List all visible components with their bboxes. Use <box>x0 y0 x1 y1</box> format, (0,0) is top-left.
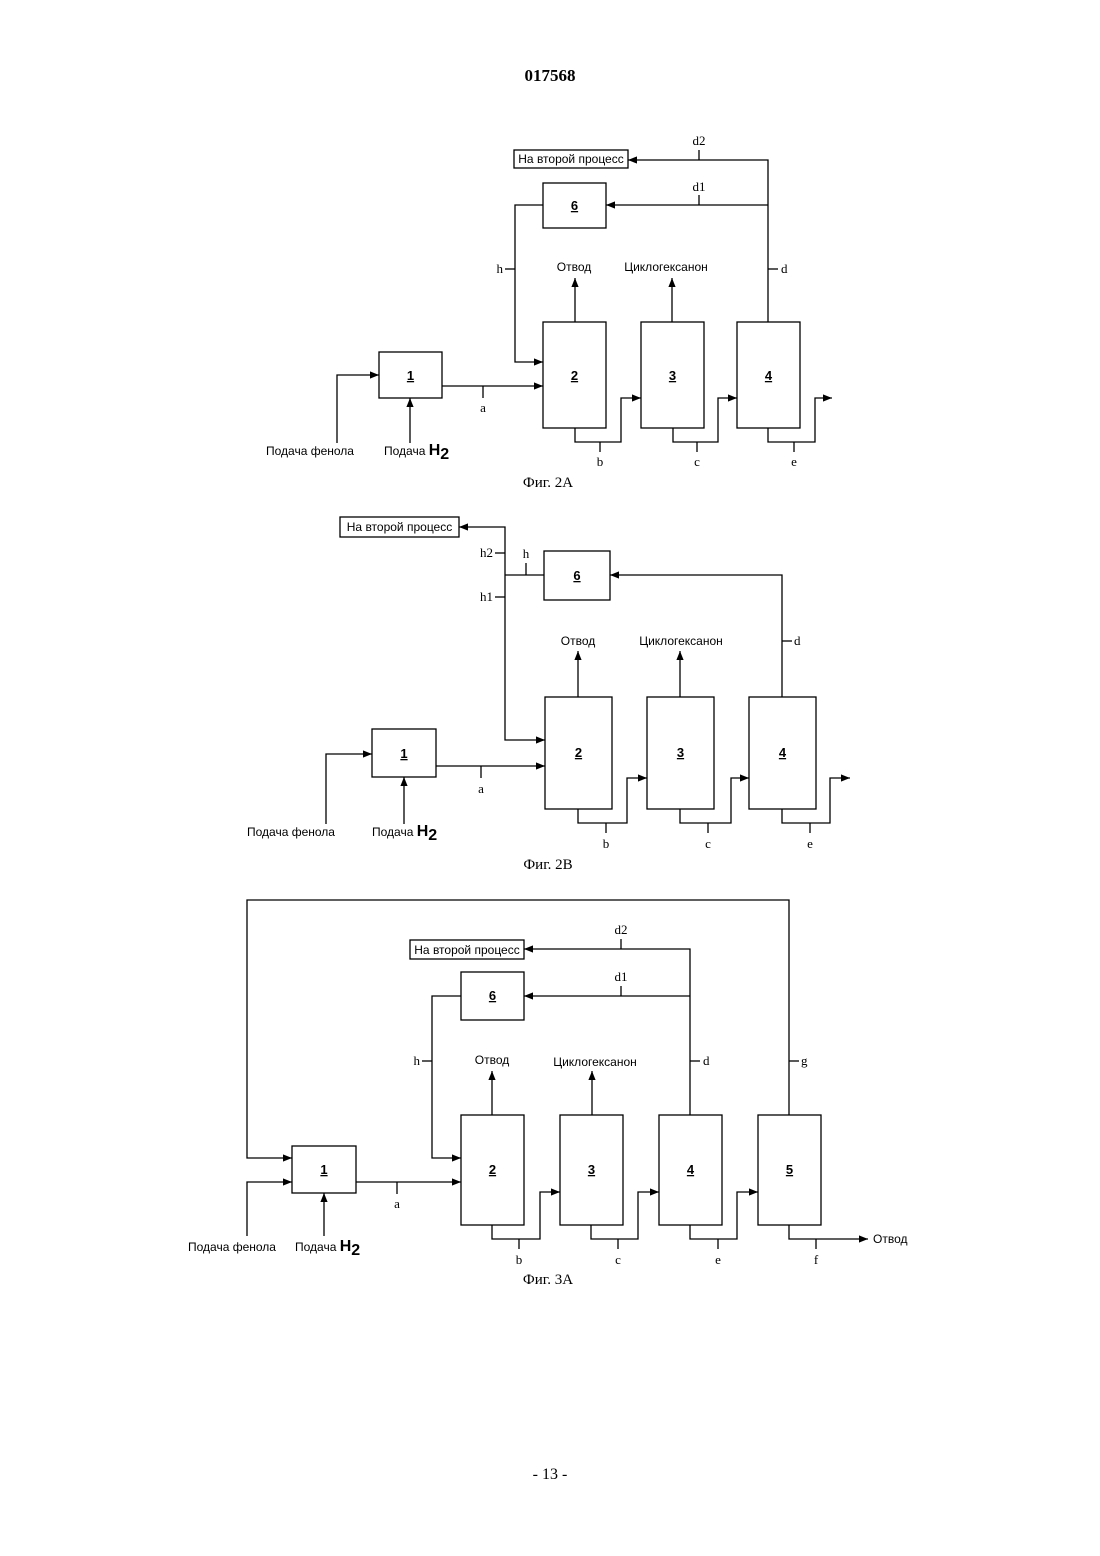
fig3a-discharge-bottom: Отвод <box>873 1232 907 1246</box>
fig2b-feed-phenol: Подача фенола <box>247 825 335 839</box>
fig3a-stream-d: d <box>703 1053 710 1068</box>
fig2a-stream-d: d <box>781 261 788 276</box>
fig2b-stream-h: h <box>523 546 530 561</box>
fig3a-feed-h2-prefix: Подача <box>295 1240 340 1254</box>
fig2b-stream-d: d <box>794 633 801 648</box>
fig2a-cyclohexanone: Циклогексанон <box>624 260 708 274</box>
figure-2a: 1 2 3 4 6 На второй процесс Подача фенол… <box>266 133 832 491</box>
fig3a-discharge: Отвод <box>475 1053 509 1067</box>
fig2b-stream-c: c <box>705 836 711 851</box>
fig2a-feed-phenol: Подача фенола <box>266 444 354 458</box>
fig2a-stream-e: e <box>791 454 797 469</box>
fig2a-block-4-label: 4 <box>765 368 773 383</box>
svg-text:Подача H2: Подача H2 <box>295 1238 360 1259</box>
fig3a-block-6-label: 6 <box>489 988 496 1003</box>
fig2b-h2: H <box>417 823 429 840</box>
fig3a-stream-c: c <box>615 1252 621 1267</box>
fig3a-block-3-label: 3 <box>588 1162 595 1177</box>
fig2b-block-6-label: 6 <box>573 568 580 583</box>
fig2b-block-1-label: 1 <box>400 746 407 761</box>
fig3a-h2-sub: 2 <box>351 1242 360 1259</box>
fig2b-feed-h2-prefix: Подача <box>372 825 417 839</box>
fig3a-stream-f: f <box>814 1252 819 1267</box>
fig3a-stream-a: a <box>394 1196 400 1211</box>
fig2b-discharge: Отвод <box>561 634 595 648</box>
figure-3a: 1 2 3 4 5 6 На второй процесс Подача фен… <box>188 900 907 1288</box>
fig2a-stream-a: a <box>480 400 486 415</box>
fig3a-stream-d1: d1 <box>615 969 628 984</box>
fig2a-h2: H <box>429 442 441 459</box>
fig2a-block-6-label: 6 <box>571 198 578 213</box>
fig2a-feed-h2-prefix: Подача <box>384 444 429 458</box>
fig2a-block-3-label: 3 <box>669 368 676 383</box>
figure-2b: 1 2 3 4 6 На второй процесс Подача фенол… <box>247 517 850 873</box>
fig2b-stream-h2: h2 <box>480 545 493 560</box>
fig2b-caption: Фиг. 2В <box>523 857 572 873</box>
fig3a-block-4-label: 4 <box>687 1162 695 1177</box>
fig2b-stream-b: b <box>603 836 610 851</box>
fig2a-second-process-label: На второй процесс <box>518 152 623 166</box>
fig3a-stream-d2: d2 <box>615 922 628 937</box>
fig2a-stream-d1: d1 <box>693 179 706 194</box>
fig3a-stream-b: b <box>516 1252 523 1267</box>
fig2a-block-1-label: 1 <box>407 368 414 383</box>
fig2a-caption: Фиг. 2А <box>523 475 573 491</box>
fig2b-h2-sub: 2 <box>428 827 437 844</box>
fig2b-stream-h1: h1 <box>480 589 493 604</box>
fig2a-stream-d2: d2 <box>693 133 706 148</box>
fig3a-cyclohexanone: Циклогексанон <box>553 1055 637 1069</box>
svg-text:Подача H2: Подача H2 <box>372 823 437 844</box>
fig2b-stream-e: e <box>807 836 813 851</box>
fig3a-stream-e: e <box>715 1252 721 1267</box>
fig2b-block-4-label: 4 <box>779 745 787 760</box>
fig2b-second-process-label: На второй процесс <box>347 520 452 534</box>
fig3a-block-5-label: 5 <box>786 1162 793 1177</box>
fig2b-block-2-label: 2 <box>575 745 582 760</box>
fig3a-h2: H <box>340 1238 352 1255</box>
fig2a-discharge: Отвод <box>557 260 591 274</box>
fig2a-block-2-label: 2 <box>571 368 578 383</box>
fig3a-caption: Фиг. 3А <box>523 1272 573 1288</box>
page-number: - 13 - <box>0 1466 1100 1484</box>
fig3a-feed-phenol: Подача фенола <box>188 1240 276 1254</box>
fig2b-stream-a: a <box>478 781 484 796</box>
fig2b-cyclohexanone: Циклогексанон <box>639 634 723 648</box>
svg-text:Подача H2: Подача H2 <box>384 442 449 463</box>
fig2b-block-3-label: 3 <box>677 745 684 760</box>
fig2a-stream-c: c <box>694 454 700 469</box>
fig3a-block-1-label: 1 <box>320 1162 327 1177</box>
fig3a-stream-g: g <box>801 1053 808 1068</box>
fig3a-second-process-label: На второй процесс <box>414 943 519 957</box>
fig3a-block-2-label: 2 <box>489 1162 496 1177</box>
fig3a-stream-h: h <box>414 1053 421 1068</box>
fig2a-h2-sub: 2 <box>440 446 449 463</box>
fig2a-stream-h: h <box>497 261 504 276</box>
fig2a-stream-b: b <box>597 454 604 469</box>
